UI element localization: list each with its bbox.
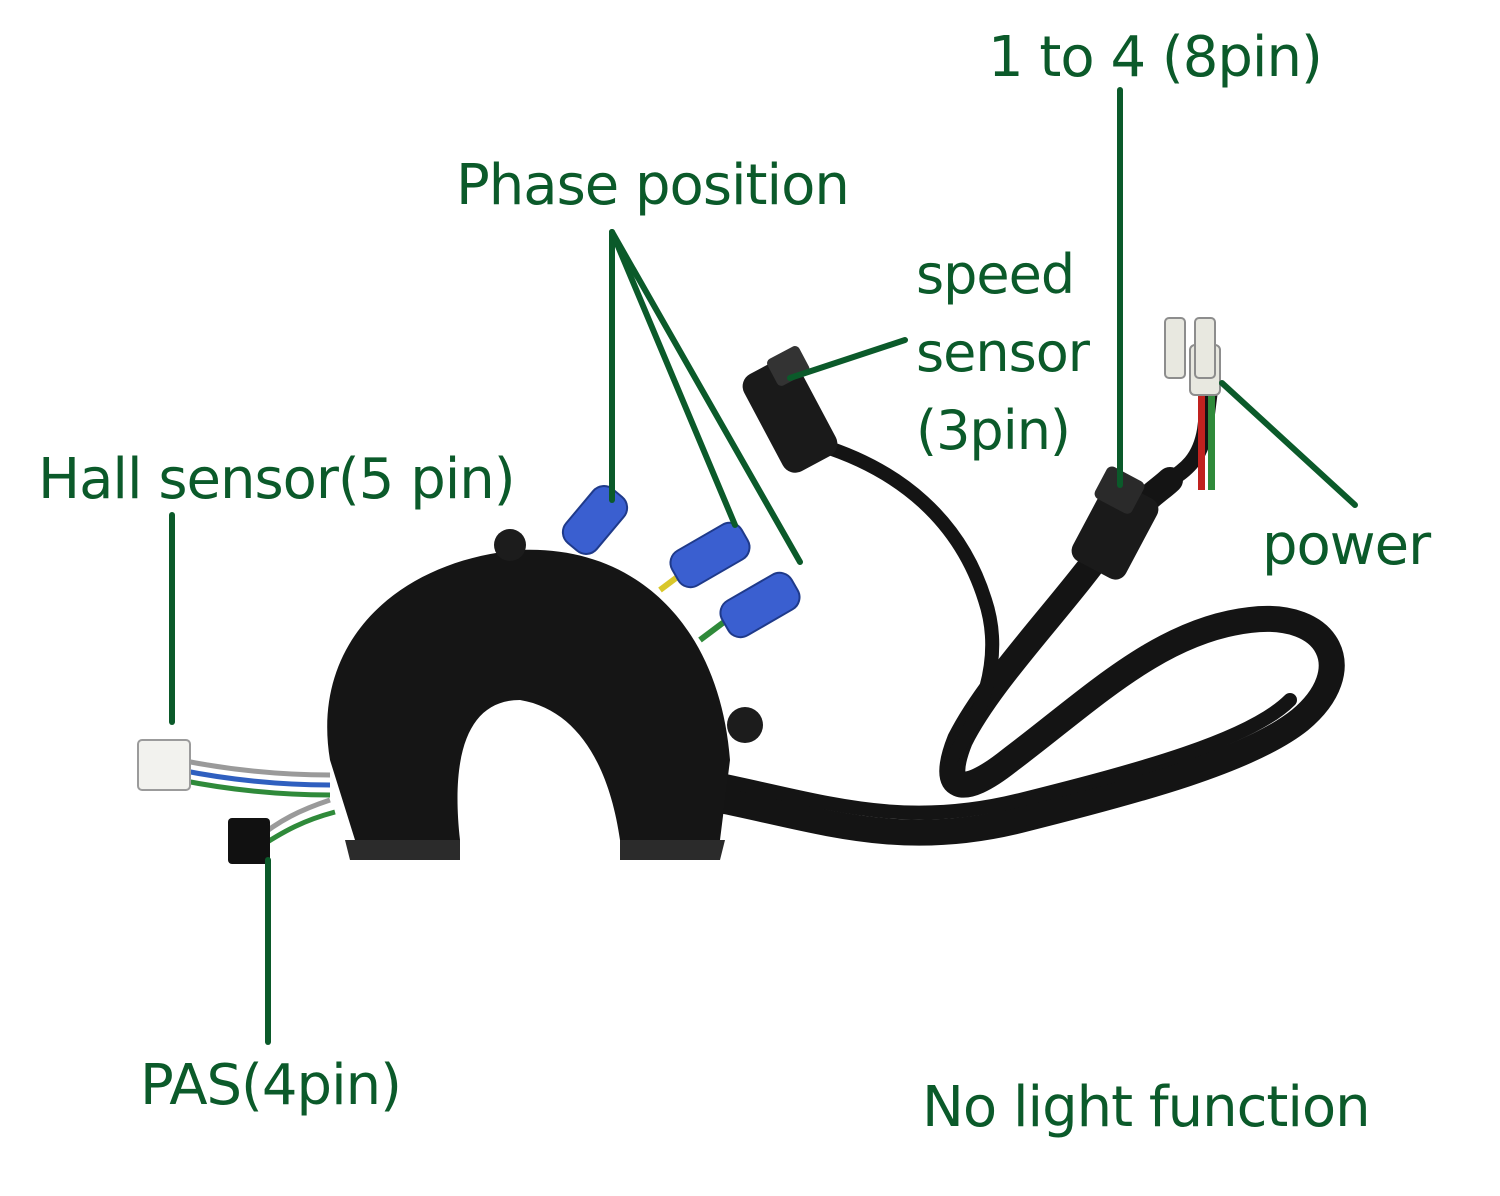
pas-connector bbox=[228, 797, 336, 864]
power-wires bbox=[1164, 317, 1221, 490]
label-speed-sensor-line2: sensor bbox=[916, 321, 1090, 384]
label-speed-sensor-line1: speed bbox=[916, 243, 1075, 306]
label-8pin-connector: 1 to 4 (8pin) bbox=[988, 25, 1323, 90]
label-hall-sensor: Hall sensor(5 pin) bbox=[38, 447, 516, 512]
leader-phase-2 bbox=[609, 229, 738, 528]
phase-connectors bbox=[561, 485, 801, 643]
label-speed-sensor-line3: (3pin) bbox=[916, 399, 1071, 462]
label-pas: PAS(4pin) bbox=[140, 1053, 402, 1118]
leader-power bbox=[1219, 380, 1358, 508]
label-no-light-function: No light function bbox=[922, 1075, 1371, 1140]
leader-lines bbox=[169, 87, 1358, 1045]
leader-phase-3 bbox=[609, 229, 803, 565]
connector-8pin bbox=[1071, 466, 1159, 580]
label-phase-position: Phase position bbox=[456, 153, 850, 218]
label-power: power bbox=[1262, 513, 1431, 578]
label-speed-sensor: speed sensor (3pin) bbox=[916, 236, 1090, 470]
main-cable bbox=[707, 382, 1345, 846]
hall-sensor-connector bbox=[137, 739, 331, 798]
controller-body bbox=[327, 529, 763, 860]
leader-speed-sensor bbox=[787, 337, 908, 381]
